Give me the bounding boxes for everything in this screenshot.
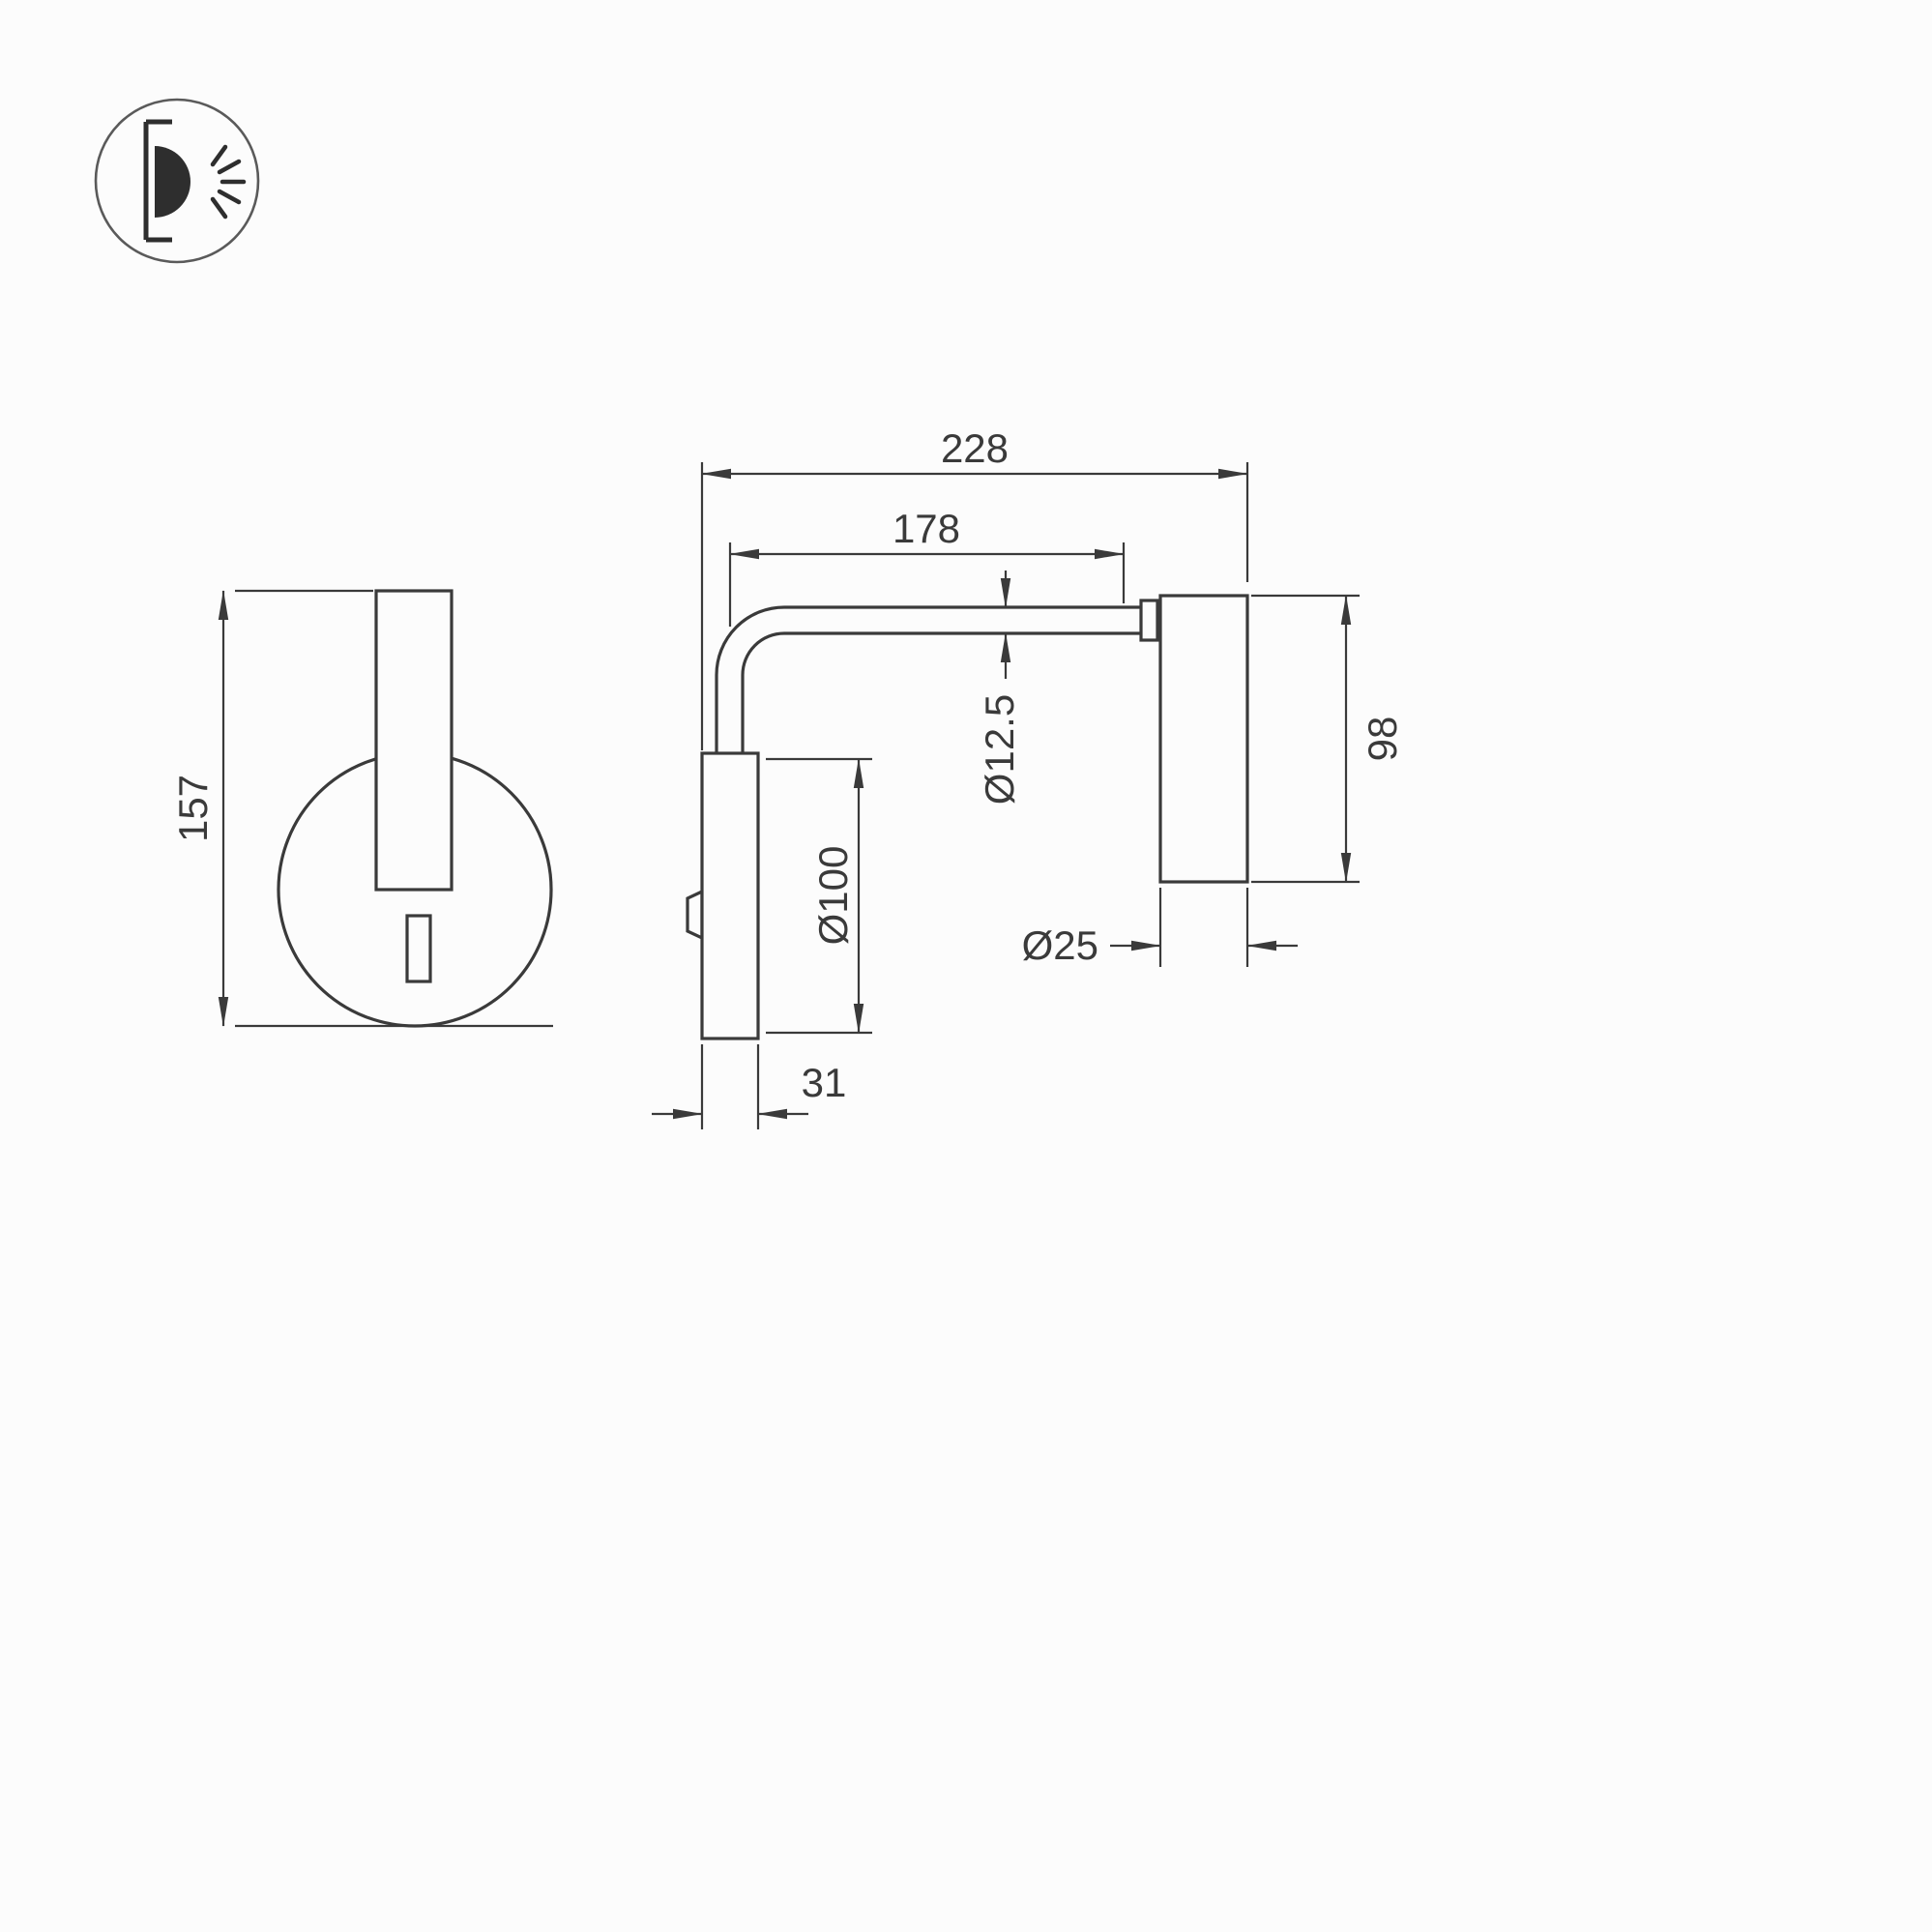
switch-side [686,889,704,941]
dim-label-base-diameter: Ø100 [810,846,856,946]
tube-collar [1139,599,1159,642]
icon-circle-border [94,98,260,264]
dim-label-front-height: 157 [170,775,216,842]
dim-head-length: 98 [1251,594,1405,884]
dim-label-head-length: 98 [1360,717,1405,762]
lamp-body-front [374,589,454,892]
dim-label-base-depth: 31 [802,1060,847,1105]
tube-inner-bend [741,631,785,676]
wall-lamp-light-icon [94,98,260,264]
lamp-head-side [1158,594,1249,884]
dim-label-arm-length: 178 [893,506,960,551]
base-body-side [700,751,760,1040]
dim-label-total-depth: 228 [941,425,1009,471]
dim-tube-diameter: Ø12.5 [977,571,1022,805]
dim-total-depth: 228 [700,425,1249,750]
icon-light-rays [210,144,247,220]
dim-label-tube-diameter: Ø12.5 [977,694,1022,805]
icon-lamp-dome [155,146,190,218]
dim-base-depth: 31 [652,1044,846,1129]
front-view: 157 [170,589,553,1028]
side-view: 228 178 Ø12.5 Ø100 98 [652,425,1405,1129]
dim-arm-length: 178 [728,506,1126,627]
dim-head-diameter: Ø25 [1022,888,1298,968]
tube-outer-bend [715,605,785,676]
switch-front [405,914,432,983]
dim-front-height: 157 [170,589,553,1028]
dim-base-diameter: Ø100 [766,757,872,1035]
dim-label-head-diameter: Ø25 [1022,922,1098,968]
arm-tube-side [715,599,1159,753]
mount-base-side [686,751,760,1040]
